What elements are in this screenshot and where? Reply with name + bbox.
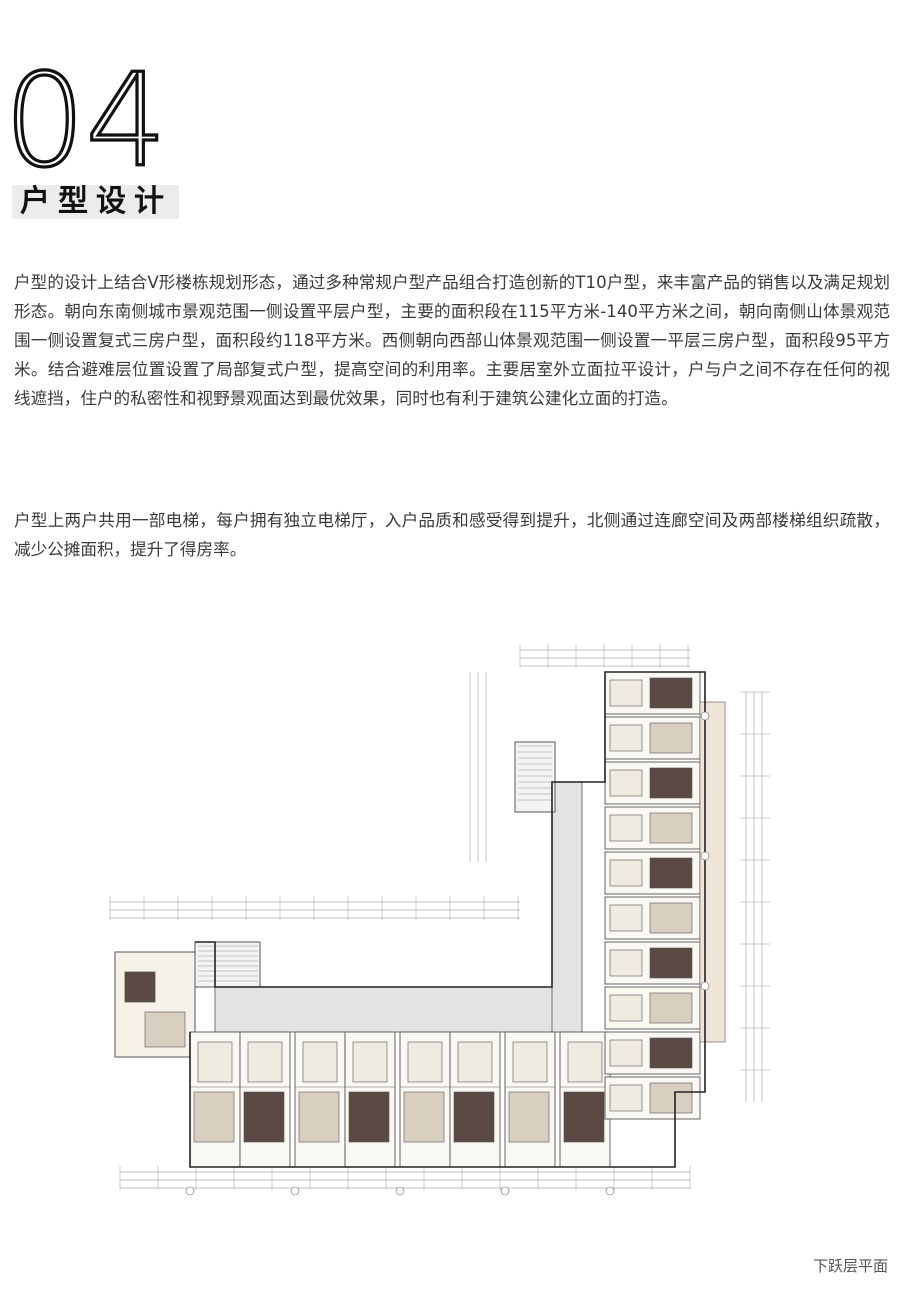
section-number: 04 (4, 60, 168, 180)
paragraph-elevator: 户型上两户共用一部电梯，每户拥有独立电梯厅，入户品质和感受得到提升，北侧通过连廊… (14, 511, 890, 559)
section-number-text: 04 (4, 60, 167, 180)
section-title: 户型设计 (20, 184, 172, 219)
figure-caption: 下跃层平面 (812, 1257, 888, 1275)
title-background (12, 185, 179, 219)
paragraph-intro: 户型的设计上结合V形楼栋规划形态，通过多种常规户型产品组合打造创新的T10户型，… (14, 273, 890, 408)
floor-plan-image (109, 644, 770, 1196)
